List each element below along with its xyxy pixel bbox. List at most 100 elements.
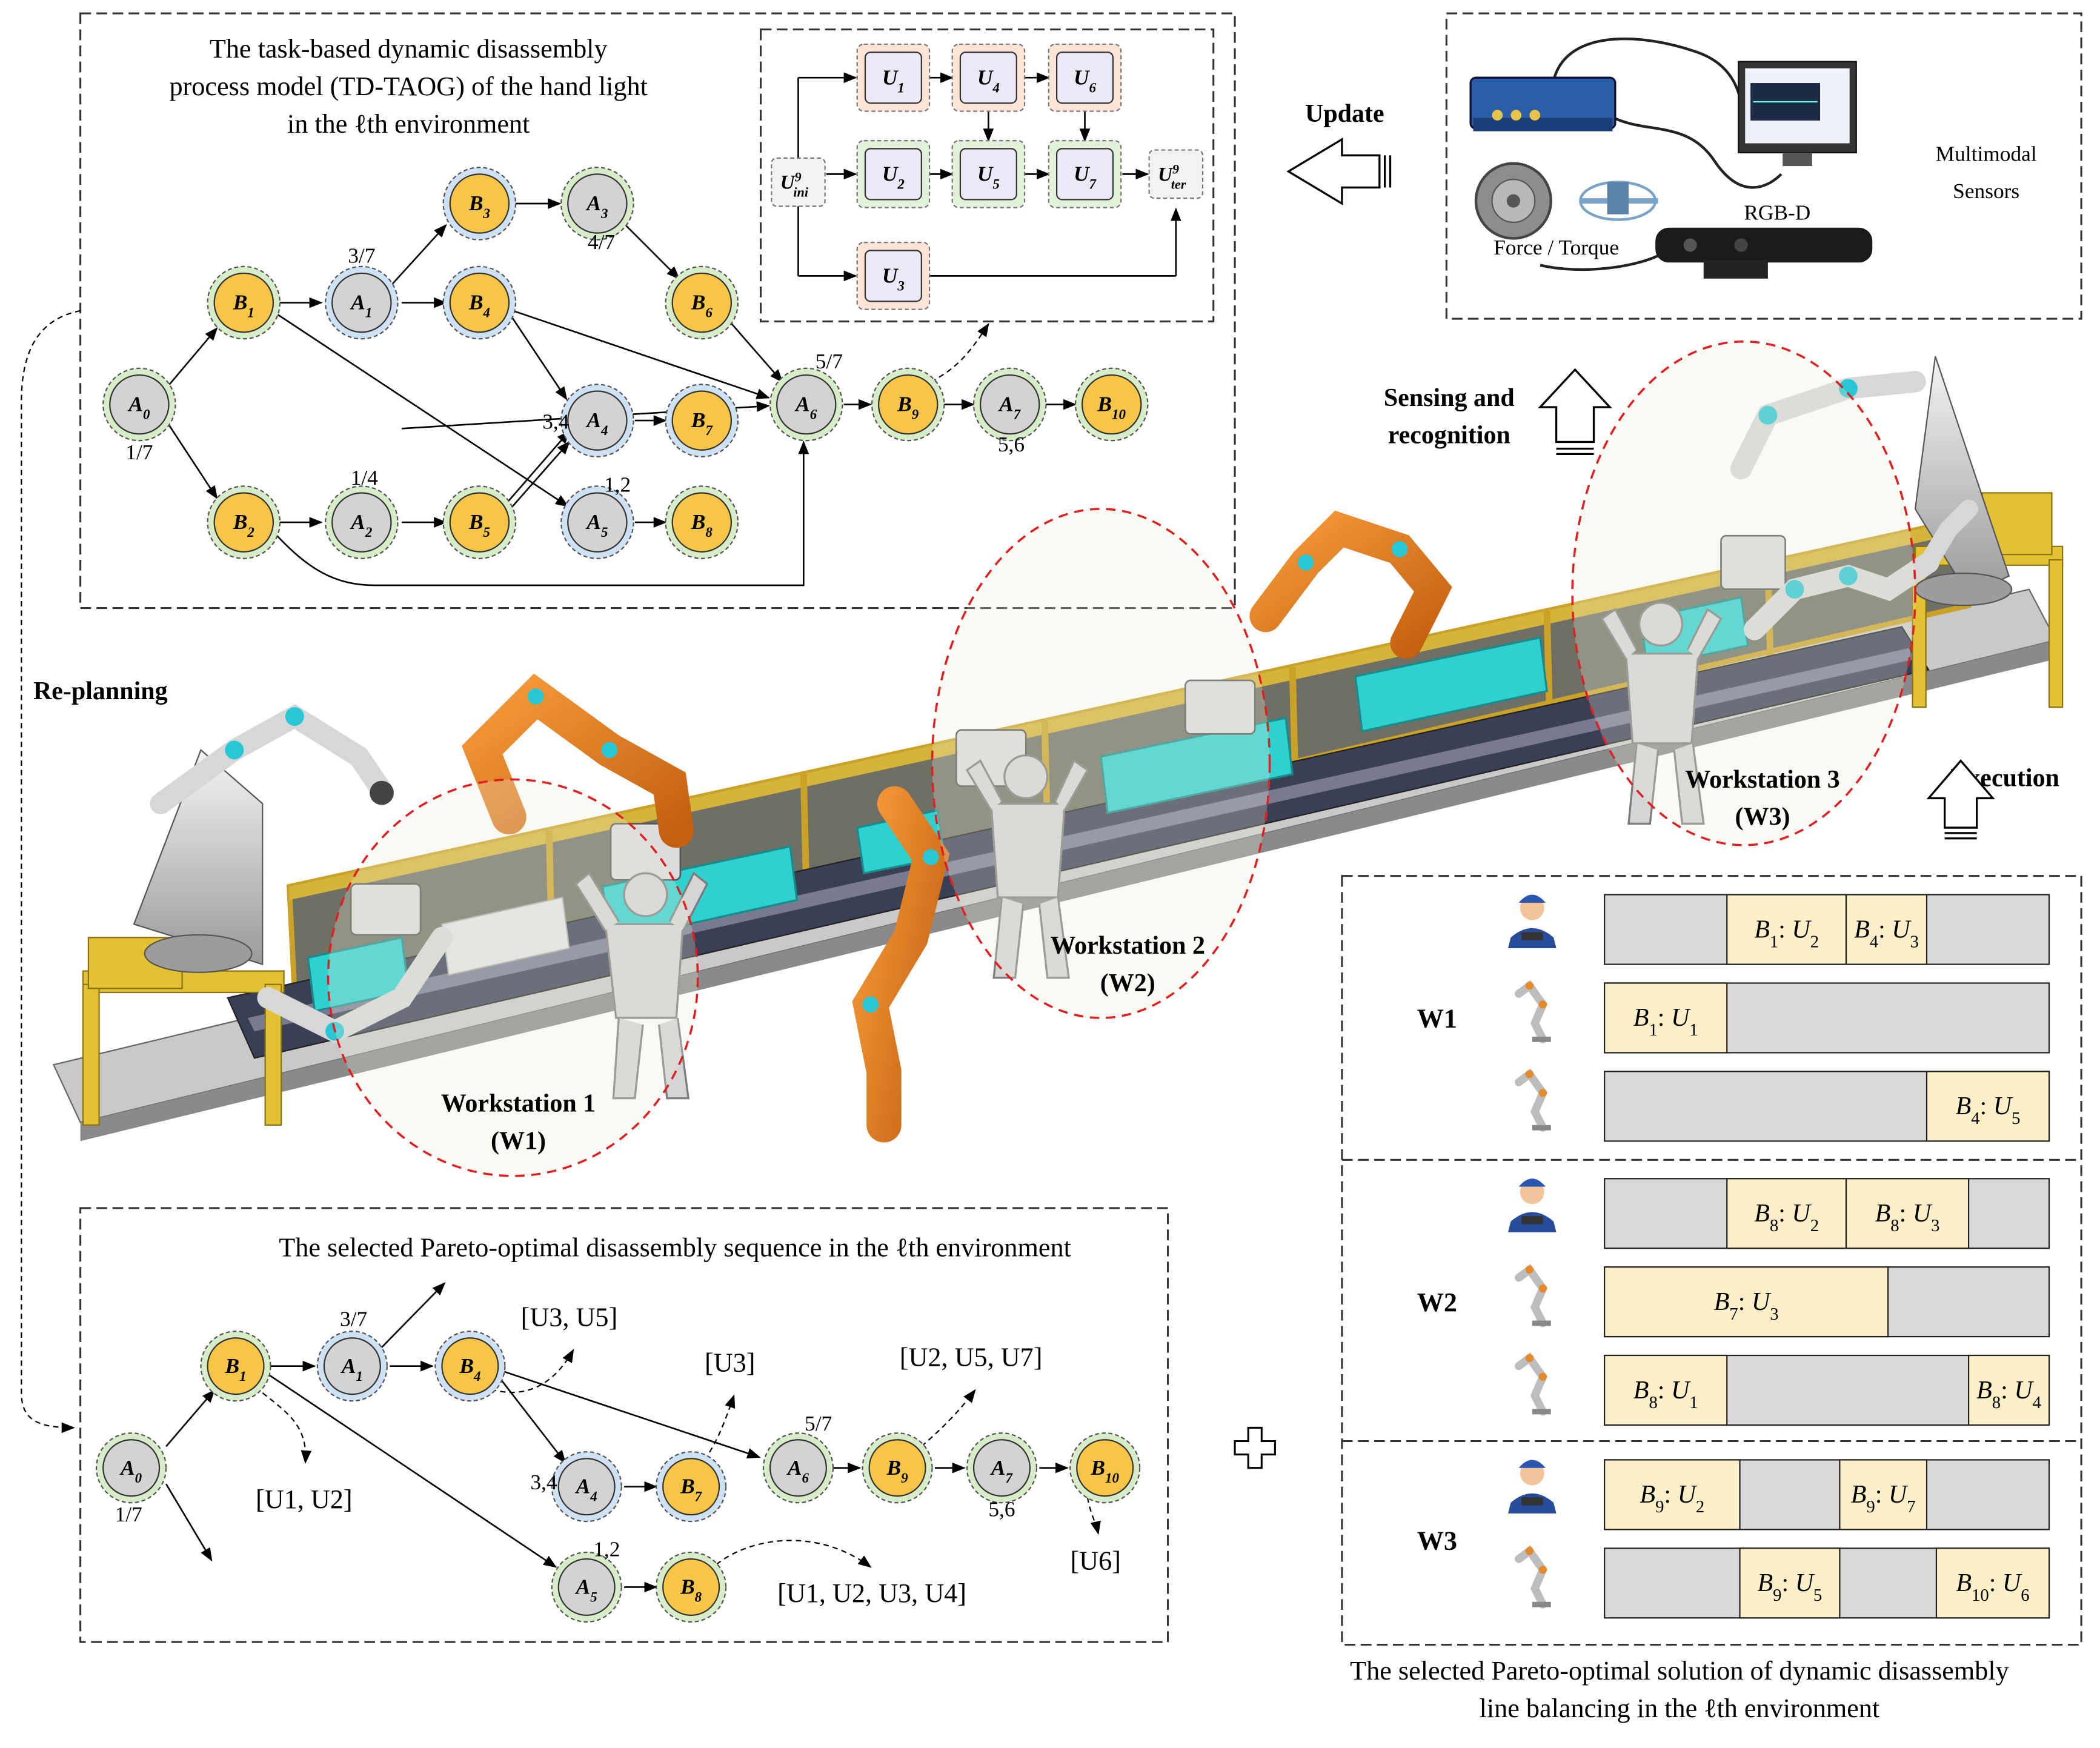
unit-u4: U4 bbox=[951, 43, 1026, 112]
production-line bbox=[52, 340, 2064, 1177]
sequence-edges bbox=[165, 1282, 1101, 1593]
node-b1: B1 bbox=[200, 1331, 271, 1402]
gantt-task-bar bbox=[1604, 1266, 1889, 1338]
node-a6: A6 bbox=[769, 367, 843, 442]
gantt-task-bar bbox=[1968, 1354, 2050, 1426]
gantt-task-bar bbox=[1604, 982, 1728, 1054]
sensor-hardware bbox=[1469, 37, 1873, 279]
prob-a0: 1/7 bbox=[125, 440, 153, 464]
multimodal-label-line1: Multimodal bbox=[1936, 141, 2037, 165]
balancing-caption-line1: The selected Pareto-optimal solution of … bbox=[1350, 1656, 2009, 1686]
node-b5: B5 bbox=[442, 485, 517, 559]
seq-prob-a6: 5/7 bbox=[805, 1411, 832, 1435]
gantt-task-bar bbox=[1739, 1547, 1841, 1619]
plus-icon bbox=[1234, 1426, 1276, 1469]
gantt-row: B1: U1 bbox=[1515, 980, 2050, 1054]
ws3-ellipse bbox=[1571, 340, 1916, 846]
replanning-path bbox=[21, 310, 81, 1434]
node-a4: A4 bbox=[560, 384, 634, 457]
prob-a1: 3/7 bbox=[348, 243, 375, 267]
node-b8: B8 bbox=[665, 485, 739, 559]
robot-arm-icon bbox=[1515, 1352, 1551, 1416]
rgbd-label: RGB-D bbox=[1744, 201, 1810, 225]
seq-prob-a7: 5,6 bbox=[988, 1497, 1015, 1521]
seq-prob-a1: 3/7 bbox=[340, 1306, 367, 1331]
prob-a2: 1/4 bbox=[351, 465, 379, 490]
sensors-frame bbox=[1445, 12, 2082, 320]
prob-a7: 5,6 bbox=[998, 432, 1025, 456]
gantt-task-bar bbox=[1604, 1459, 1741, 1530]
ws1-label-line1: Workstation 1 bbox=[441, 1090, 596, 1118]
node-b9: B9 bbox=[871, 367, 945, 442]
node-b3: B3 bbox=[442, 167, 517, 241]
node-b8: B8 bbox=[656, 1551, 727, 1623]
sequence-unit-annotations: [U3, U5] [U3] [U2, U5, U7] [U1, U2] [U1,… bbox=[256, 1302, 1121, 1607]
ws1-label-line2: (W1) bbox=[491, 1128, 546, 1155]
replanning-label: Re-planning bbox=[33, 677, 168, 705]
station-label: W2 bbox=[1417, 1288, 1457, 1317]
ann-b4-units: [U3, U5] bbox=[521, 1302, 618, 1332]
sensing-label-line2: recognition bbox=[1388, 422, 1510, 450]
node-a4: A4 bbox=[551, 1451, 622, 1523]
node-a5: A5 bbox=[560, 485, 634, 559]
human-worker-icon bbox=[1508, 1178, 1557, 1232]
node-a7: A7 bbox=[972, 367, 1047, 442]
robot-arm-icon bbox=[1515, 1545, 1551, 1609]
gantt-row: B4: U5 bbox=[1515, 1068, 2050, 1142]
seq-prob-a4: 3,4 bbox=[530, 1470, 557, 1494]
node-a7: A7 bbox=[966, 1432, 1038, 1504]
unit-u1: U1 bbox=[856, 43, 931, 112]
model-probability-labels: 1/7 3/7 1/4 4/7 3,4 1,2 5/7 5,6 bbox=[125, 230, 1025, 496]
gantt-task-bar bbox=[1845, 894, 1928, 965]
model-title-line3: in the ℓth environment bbox=[287, 109, 530, 139]
model-title-line2: process model (TD-TAOG) of the hand ligh… bbox=[169, 71, 648, 101]
seq-prob-a5: 1,2 bbox=[593, 1537, 620, 1561]
ws2-label-line2: (W2) bbox=[1100, 969, 1155, 997]
gantt-task-bar bbox=[1935, 1547, 2050, 1619]
gantt-row: B7: U3 bbox=[1515, 1264, 2050, 1338]
sensing-arrow bbox=[1538, 368, 1612, 444]
prob-a3: 4/7 bbox=[588, 230, 615, 254]
unit-u5: U5 bbox=[951, 139, 1026, 208]
unit-u3: U3 bbox=[856, 241, 931, 310]
force-torque-label: Force / Torque bbox=[1494, 235, 1619, 259]
gantt-task-bar bbox=[1839, 1459, 1928, 1530]
node-b9: B9 bbox=[862, 1432, 933, 1504]
ws2-label-line1: Workstation 2 bbox=[1051, 932, 1205, 960]
robot-arm-icon bbox=[1515, 1068, 1551, 1132]
node-b7: B7 bbox=[656, 1451, 727, 1523]
sequence-title: The selected Pareto-optimal disassembly … bbox=[279, 1232, 1071, 1262]
gantt-task-bar bbox=[1926, 1071, 2050, 1142]
node-a0: A0 bbox=[102, 367, 176, 442]
node-a0: A0 bbox=[96, 1432, 167, 1504]
node-a3: A3 bbox=[560, 167, 634, 241]
ann-b8-units: [U1, U2, U3, U4] bbox=[777, 1578, 966, 1608]
node-a5: A5 bbox=[551, 1551, 622, 1623]
sensing-label-line1: Sensing and bbox=[1384, 384, 1515, 412]
ws3-label-line2: (W3) bbox=[1735, 803, 1790, 831]
ws2-ellipse bbox=[931, 508, 1271, 1019]
prob-a4: 3,4 bbox=[542, 409, 570, 433]
sequence-frame bbox=[79, 1207, 1169, 1643]
station-label: W3 bbox=[1417, 1526, 1457, 1556]
gantt-task-bar bbox=[1845, 1178, 1970, 1249]
node-b6: B6 bbox=[665, 265, 739, 340]
node-b4: B4 bbox=[442, 265, 517, 340]
prob-a6: 5/7 bbox=[816, 349, 843, 373]
node-b10: B10 bbox=[1069, 1432, 1141, 1504]
unit-u6: U6 bbox=[1048, 43, 1122, 112]
station-label: W1 bbox=[1417, 1003, 1457, 1033]
ws3-label-line1: Workstation 3 bbox=[1685, 766, 1839, 794]
